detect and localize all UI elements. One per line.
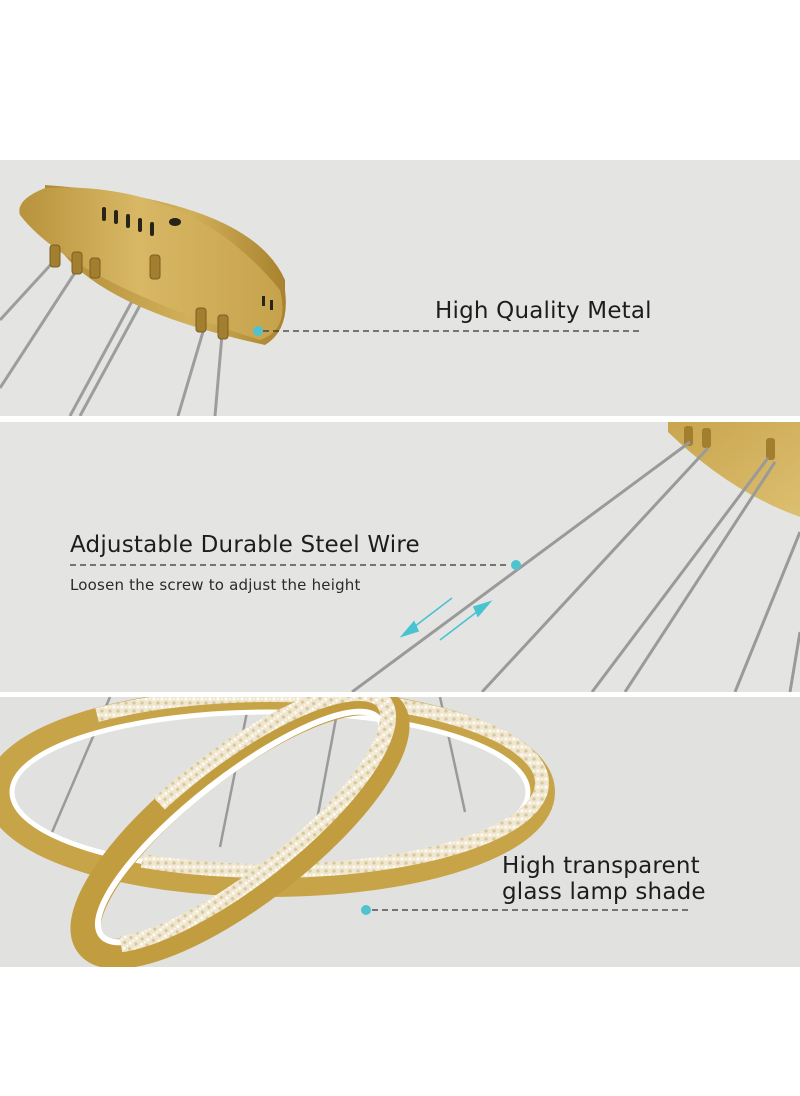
ring-illustration [0, 697, 690, 967]
callout-dot [511, 560, 521, 570]
steel-wires [351, 440, 800, 692]
callout-line-glass [361, 905, 690, 915]
feature-panel-metal: High Quality Metal [0, 160, 800, 416]
feature-title-wire: Adjustable Durable Steel Wire [70, 532, 420, 558]
adjust-arrows-icon [399, 597, 493, 641]
inner-ring [70, 697, 410, 967]
callout-line-metal [253, 326, 640, 336]
callout-dot [361, 905, 371, 915]
feature-panel-wire: Adjustable Durable Steel Wire Loosen the… [0, 422, 800, 692]
feature-title-metal: High Quality Metal [435, 298, 652, 324]
feature-title-glass-line1: High transparent [502, 853, 700, 879]
feature-subtitle-wire: Loosen the screw to adjust the height [70, 576, 361, 594]
callout-dot [253, 326, 263, 336]
callout-line-wire [70, 560, 521, 570]
feature-title-glass-line2: glass lamp shade [502, 879, 706, 905]
metal-canopy [19, 185, 286, 345]
wire-illustration [70, 422, 800, 692]
feature-panel-glass: High transparent glass lamp shade [0, 697, 800, 967]
canopy-illustration [0, 185, 640, 416]
